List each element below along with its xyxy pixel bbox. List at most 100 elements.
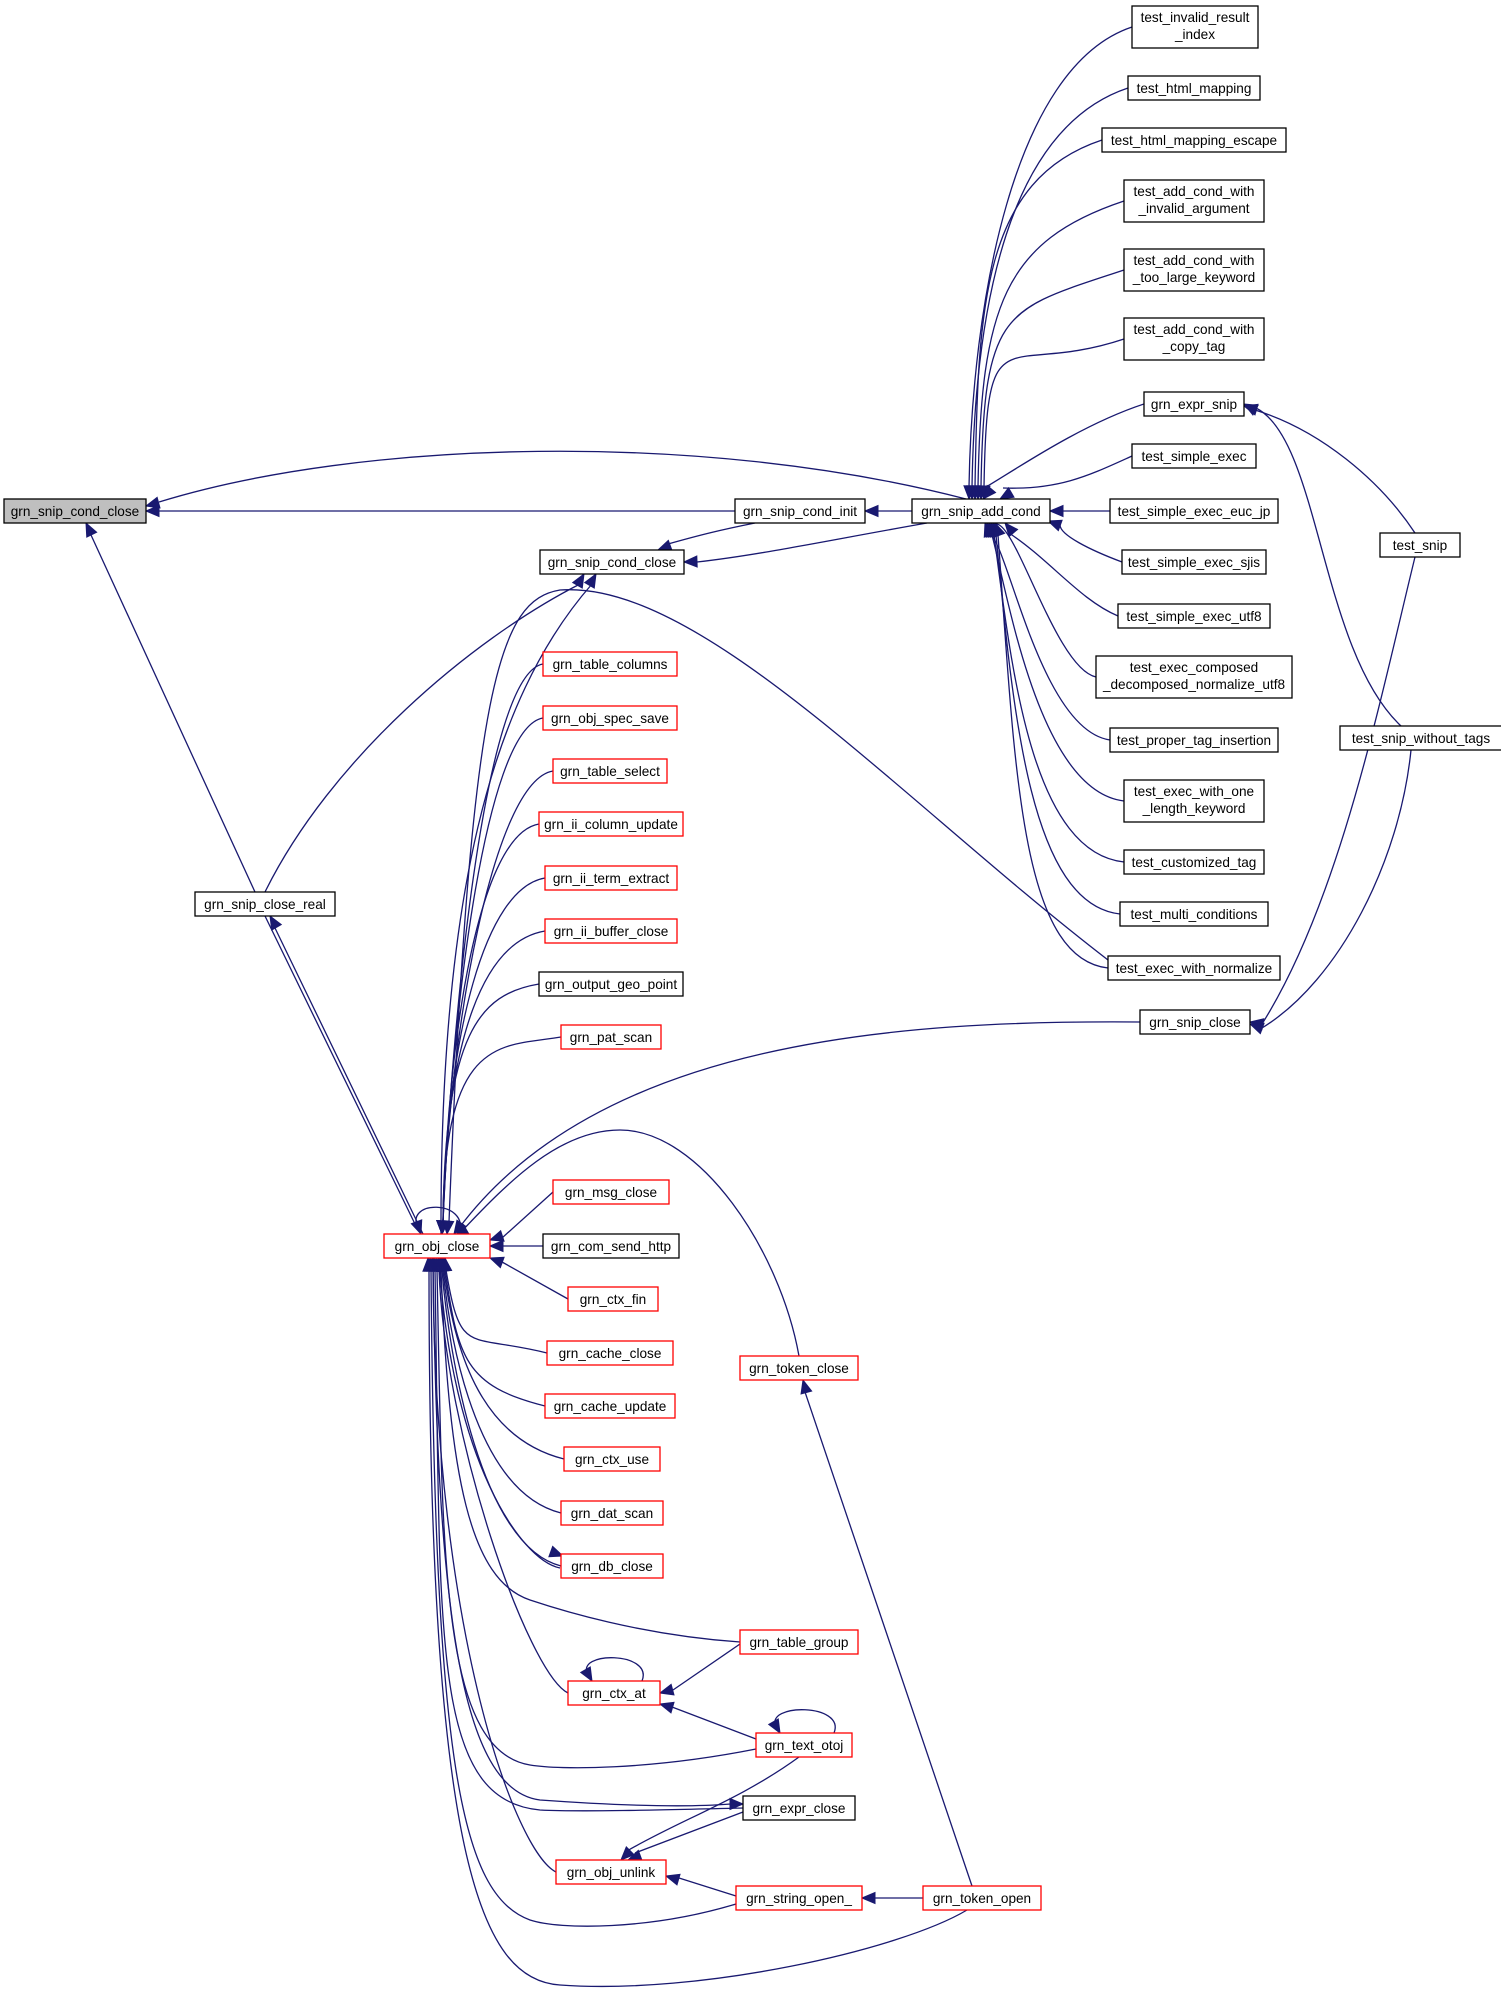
node-label: _invalid_argument [1137, 201, 1249, 216]
node-label: grn_output_geo_point [545, 977, 678, 992]
node-test-exec-composed-decomposed-normalize-utf8[interactable]: test_exec_composed_decomposed_normalize_… [1095, 655, 1293, 699]
node-grn-expr-snip[interactable]: grn_expr_snip [1143, 391, 1245, 417]
node-label: grn_ii_term_extract [553, 871, 670, 886]
edge-arrowhead [579, 1666, 593, 1683]
node-box [194, 891, 336, 917]
node-grn-table-group[interactable]: grn_table_group [739, 1629, 859, 1655]
node-grn-msg-close[interactable]: grn_msg_close [552, 1179, 670, 1205]
node-test-customized-tag[interactable]: test_customized_tag [1123, 849, 1265, 875]
node-test-snip[interactable]: test_snip [1379, 532, 1461, 558]
node-grn-expr-close[interactable]: grn_expr_close [742, 1795, 856, 1821]
node-test-multi-conditions[interactable]: test_multi_conditions [1119, 901, 1269, 927]
node-label: _index [1174, 27, 1215, 42]
node-grn-snip-cond-close-focus[interactable]: grn_snip_cond_close [3, 498, 147, 524]
edge-line [1261, 556, 1416, 1025]
node-test-simple-exec-utf8[interactable]: test_simple_exec_utf8 [1117, 603, 1271, 629]
node-box [542, 651, 678, 677]
node-grn-table-columns[interactable]: grn_table_columns [542, 651, 678, 677]
node-label: grn_table_select [560, 764, 660, 779]
call-edge [664, 1873, 737, 1897]
node-test-exec-with-one-length-keyword[interactable]: test_exec_with_one_length_keyword [1123, 779, 1265, 823]
node-box [3, 498, 147, 524]
node-label: test_add_cond_with [1134, 253, 1255, 268]
node-box [555, 1859, 667, 1885]
call-edge [264, 915, 416, 1225]
node-test-invalid-result-index[interactable]: test_invalid_result_index [1131, 5, 1259, 49]
node-grn-ii-buffer-close[interactable]: grn_ii_buffer_close [544, 918, 678, 944]
node-grn-ctx-use[interactable]: grn_ctx_use [563, 1446, 661, 1472]
node-label: grn_obj_spec_save [551, 711, 669, 726]
node-grn-cache-update[interactable]: grn_cache_update [544, 1393, 676, 1419]
edge-line [1255, 407, 1402, 727]
node-grn-snip-add-cond[interactable]: grn_snip_add_cond [911, 498, 1051, 524]
node-grn-snip-close-real[interactable]: grn_snip_close_real [194, 891, 336, 917]
node-grn-pat-scan[interactable]: grn_pat_scan [560, 1024, 662, 1050]
node-grn-text-otoj[interactable]: grn_text_otoj [755, 1732, 853, 1758]
node-grn-obj-unlink[interactable]: grn_obj_unlink [555, 1859, 667, 1885]
node-test-proper-tag-insertion[interactable]: test_proper_tag_insertion [1109, 727, 1279, 753]
call-edge [438, 1257, 565, 1569]
edge-arrowhead [664, 1873, 681, 1886]
call-edge [441, 589, 1109, 1236]
node-grn-snip-close[interactable]: grn_snip_close [1139, 1009, 1251, 1035]
node-box [552, 1179, 670, 1205]
node-grn-db-close[interactable]: grn_db_close [560, 1553, 664, 1579]
call-edge [860, 1891, 923, 1905]
node-grn-table-select[interactable]: grn_table_select [552, 758, 668, 784]
node-box [1123, 779, 1265, 823]
node-grn-token-open[interactable]: grn_token_open [922, 1885, 1042, 1911]
call-edge [993, 521, 1109, 969]
node-grn-ii-column-update[interactable]: grn_ii_column_update [538, 811, 684, 837]
node-label: grn_msg_close [565, 1185, 657, 1200]
edge-line [804, 1391, 973, 1887]
node-test-simple-exec-sjis[interactable]: test_simple_exec_sjis [1121, 549, 1267, 575]
edge-line [442, 1036, 562, 1223]
node-grn-dat-scan[interactable]: grn_dat_scan [560, 1500, 664, 1526]
edge-line [440, 1269, 741, 1643]
node-box [1139, 1009, 1251, 1035]
edge-line [436, 1269, 757, 1769]
node-box [1123, 248, 1265, 292]
edge-line [696, 522, 928, 563]
edge-arrowhead [767, 1718, 781, 1735]
call-edge [488, 1239, 543, 1253]
node-label: grn_ctx_fin [580, 1292, 647, 1307]
edge-line [1008, 532, 1119, 617]
node-grn-snip-cond-close[interactable]: grn_snip_cond_close [539, 549, 685, 575]
node-test-snip-without-tags[interactable]: test_snip_without_tags [1339, 725, 1501, 751]
node-test-html-mapping[interactable]: test_html_mapping [1127, 75, 1261, 101]
node-test-add-cond-with-too-large-keyword[interactable]: test_add_cond_with_too_large_keyword [1123, 248, 1265, 292]
node-grn-ctx-fin[interactable]: grn_ctx_fin [567, 1286, 659, 1312]
call-edge [1004, 522, 1119, 617]
node-label: _copy_tag [1162, 339, 1226, 354]
edge-line [980, 269, 1125, 488]
node-grn-ii-term-extract[interactable]: grn_ii_term_extract [544, 865, 678, 891]
node-grn-token-close[interactable]: grn_token_close [739, 1355, 859, 1381]
node-box [567, 1286, 659, 1312]
node-test-add-cond-with-invalid-argument[interactable]: test_add_cond_with_invalid_argument [1123, 179, 1265, 223]
call-edge [1248, 749, 1412, 1035]
node-box [922, 1885, 1042, 1911]
node-box [1339, 725, 1501, 751]
node-grn-obj-close[interactable]: grn_obj_close [383, 1233, 491, 1259]
node-test-simple-exec[interactable]: test_simple_exec [1131, 443, 1257, 469]
edge-arrowhead [422, 1256, 435, 1272]
node-grn-snip-cond-init[interactable]: grn_snip_cond_init [734, 498, 866, 524]
edge-line [667, 522, 756, 545]
edge-line [441, 1269, 562, 1567]
node-grn-string-open-[interactable]: grn_string_open_ [735, 1885, 863, 1911]
node-grn-com-send-http[interactable]: grn_com_send_http [542, 1233, 680, 1259]
node-grn-ctx-at[interactable]: grn_ctx_at [567, 1680, 661, 1706]
node-grn-obj-spec-save[interactable]: grn_obj_spec_save [542, 705, 678, 731]
call-edge [488, 1256, 569, 1300]
call-edge [998, 455, 1133, 500]
node-grn-cache-close[interactable]: grn_cache_close [546, 1340, 674, 1366]
node-test-exec-with-normalize[interactable]: test_exec_with_normalize [1107, 955, 1281, 981]
node-test-add-cond-with-copy-tag[interactable]: test_add_cond_with_copy_tag [1123, 317, 1265, 361]
node-box [755, 1732, 853, 1758]
node-test-simple-exec-euc-jp[interactable]: test_simple_exec_euc_jp [1109, 498, 1279, 524]
node-test-html-mapping-escape[interactable]: test_html_mapping_escape [1101, 127, 1287, 153]
node-grn-output-geo-point[interactable]: grn_output_geo_point [538, 971, 684, 997]
call-edge [579, 1657, 644, 1683]
